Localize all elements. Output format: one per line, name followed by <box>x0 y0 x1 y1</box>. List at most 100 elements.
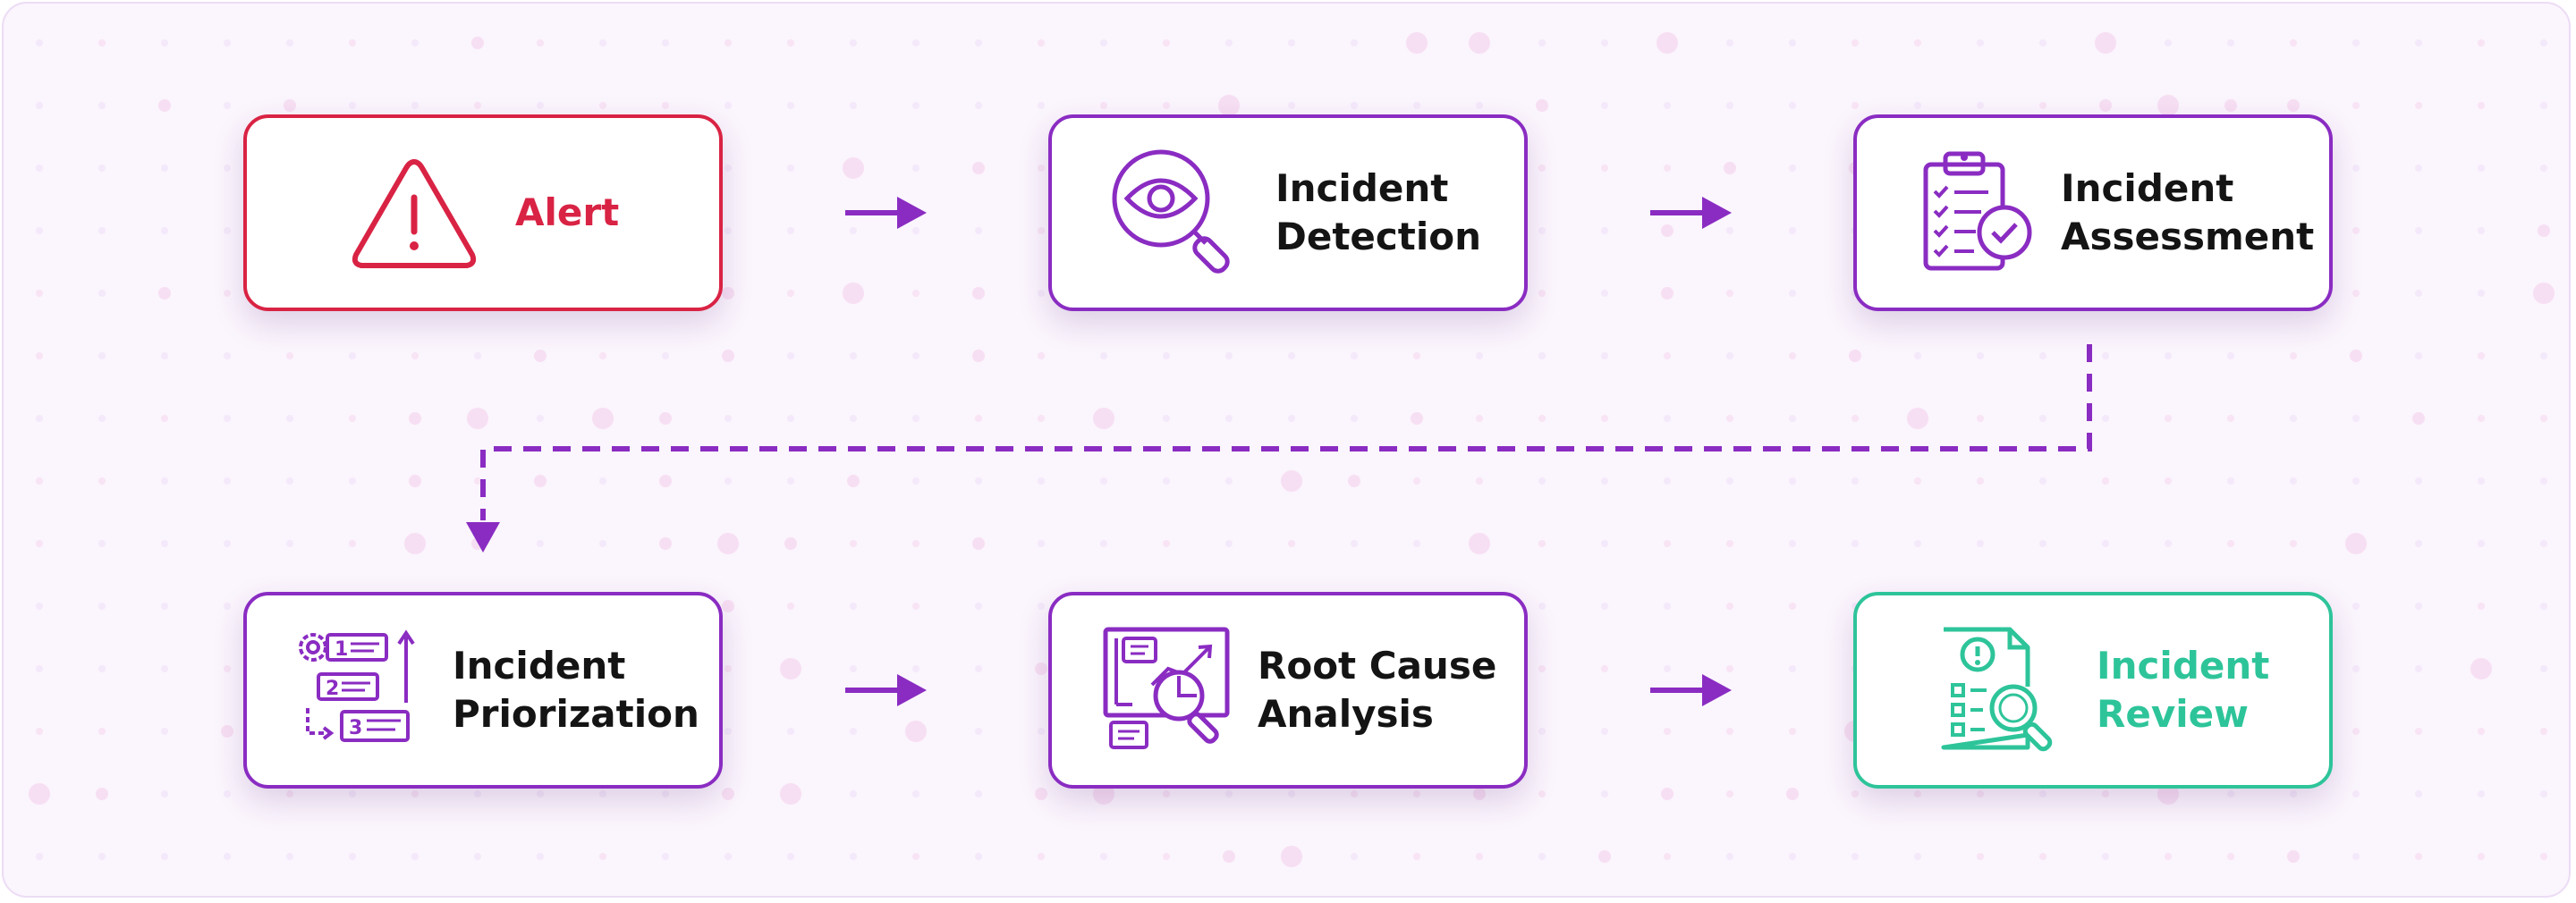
background-dot <box>2352 415 2360 422</box>
background-dot <box>1601 665 1608 672</box>
background-dot <box>2039 477 2046 485</box>
background-dot <box>1038 603 1045 610</box>
background-dot <box>2352 102 2360 109</box>
background-dot <box>2157 783 2179 805</box>
background-dot <box>1789 477 1796 485</box>
background-dot <box>224 290 231 297</box>
background-dot <box>1413 352 1420 359</box>
background-dot <box>98 165 106 172</box>
background-dot <box>1038 540 1045 547</box>
background-dot <box>780 658 801 679</box>
background-dot <box>98 415 106 422</box>
background-dot <box>787 853 794 860</box>
background-dot <box>1601 227 1608 234</box>
background-dot <box>1789 290 1796 297</box>
background-dot <box>1469 533 1490 554</box>
background-dot <box>411 790 419 798</box>
background-dot <box>1100 477 1107 485</box>
background-dot <box>2352 165 2360 172</box>
background-dot <box>224 39 231 46</box>
background-dot <box>2352 603 2360 610</box>
background-dot <box>286 540 293 547</box>
background-dot <box>1914 352 1921 359</box>
background-dot <box>1476 477 1483 485</box>
background-dot <box>2039 39 2046 46</box>
background-dot <box>1038 290 1045 297</box>
background-dot <box>912 415 919 422</box>
background-dot <box>2478 728 2485 735</box>
background-dot <box>1977 415 1984 422</box>
background-dot <box>2290 352 2297 359</box>
background-dot <box>662 39 669 46</box>
background-dot <box>2039 540 2046 547</box>
step-alert: Alert <box>243 114 723 311</box>
background-dot <box>2227 540 2234 547</box>
background-dot <box>724 227 732 234</box>
background-dot <box>2352 290 2360 297</box>
background-dot <box>1100 540 1107 547</box>
background-dot <box>1288 352 1295 359</box>
background-dot <box>471 37 484 49</box>
background-dot <box>467 408 488 429</box>
background-dot <box>2478 603 2485 610</box>
background-dot <box>2415 227 2422 234</box>
background-dot <box>2470 658 2492 679</box>
background-dot <box>1038 227 1045 234</box>
background-dot <box>2165 540 2172 547</box>
background-dot <box>1163 477 1170 485</box>
background-dot <box>411 102 419 109</box>
background-dot <box>2165 853 2172 860</box>
background-dot <box>1225 540 1233 547</box>
background-dot <box>36 477 43 485</box>
background-dot <box>784 537 797 550</box>
background-dot <box>1789 540 1796 547</box>
background-dot <box>1601 728 1608 735</box>
background-dot <box>1914 540 1921 547</box>
background-dot <box>98 540 106 547</box>
background-dot <box>599 352 606 359</box>
background-dot <box>1726 728 1733 735</box>
background-dot <box>724 415 732 422</box>
clipboard-check-icon <box>1906 145 2040 279</box>
background-dot <box>850 540 857 547</box>
background-dot <box>847 475 860 487</box>
step-incident-review: Incident Review <box>1853 592 2333 789</box>
document-magnifier-icon <box>1924 622 2058 756</box>
background-dot <box>1035 662 1047 675</box>
background-dot <box>1849 350 1861 362</box>
background-dot <box>224 540 231 547</box>
background-dot <box>224 790 231 798</box>
background-dot <box>1288 415 1295 422</box>
background-dot <box>537 540 544 547</box>
step-incident-priorization: 1 2 3 Incident Priorization <box>243 592 723 789</box>
background-dot <box>1281 470 1302 492</box>
background-dot <box>2352 39 2360 46</box>
background-dot <box>2227 415 2234 422</box>
eye-magnifier-icon <box>1106 145 1240 279</box>
background-dot <box>537 39 544 46</box>
background-dot <box>2533 283 2555 304</box>
background-dot <box>1038 853 1045 860</box>
background-dot <box>349 853 356 860</box>
background-dot <box>1406 32 1428 54</box>
background-dot <box>1348 475 1360 487</box>
background-dot <box>161 227 168 234</box>
background-dot <box>1724 162 1736 174</box>
background-dot <box>2095 32 2116 54</box>
background-dot <box>158 287 171 300</box>
background-dot <box>98 227 106 234</box>
background-dot <box>1907 408 1928 429</box>
background-dot <box>1664 102 1671 109</box>
background-dot <box>2540 352 2547 359</box>
background-dot <box>2415 603 2422 610</box>
background-dot <box>1163 853 1170 860</box>
background-dot <box>2540 790 2547 798</box>
background-dot <box>787 290 794 297</box>
background-dot <box>1726 477 1733 485</box>
background-dot <box>1726 415 1733 422</box>
background-dot <box>912 39 919 46</box>
background-dot <box>2102 352 2109 359</box>
background-dot <box>1789 415 1796 422</box>
background-dot <box>662 790 669 798</box>
background-dot <box>36 415 43 422</box>
